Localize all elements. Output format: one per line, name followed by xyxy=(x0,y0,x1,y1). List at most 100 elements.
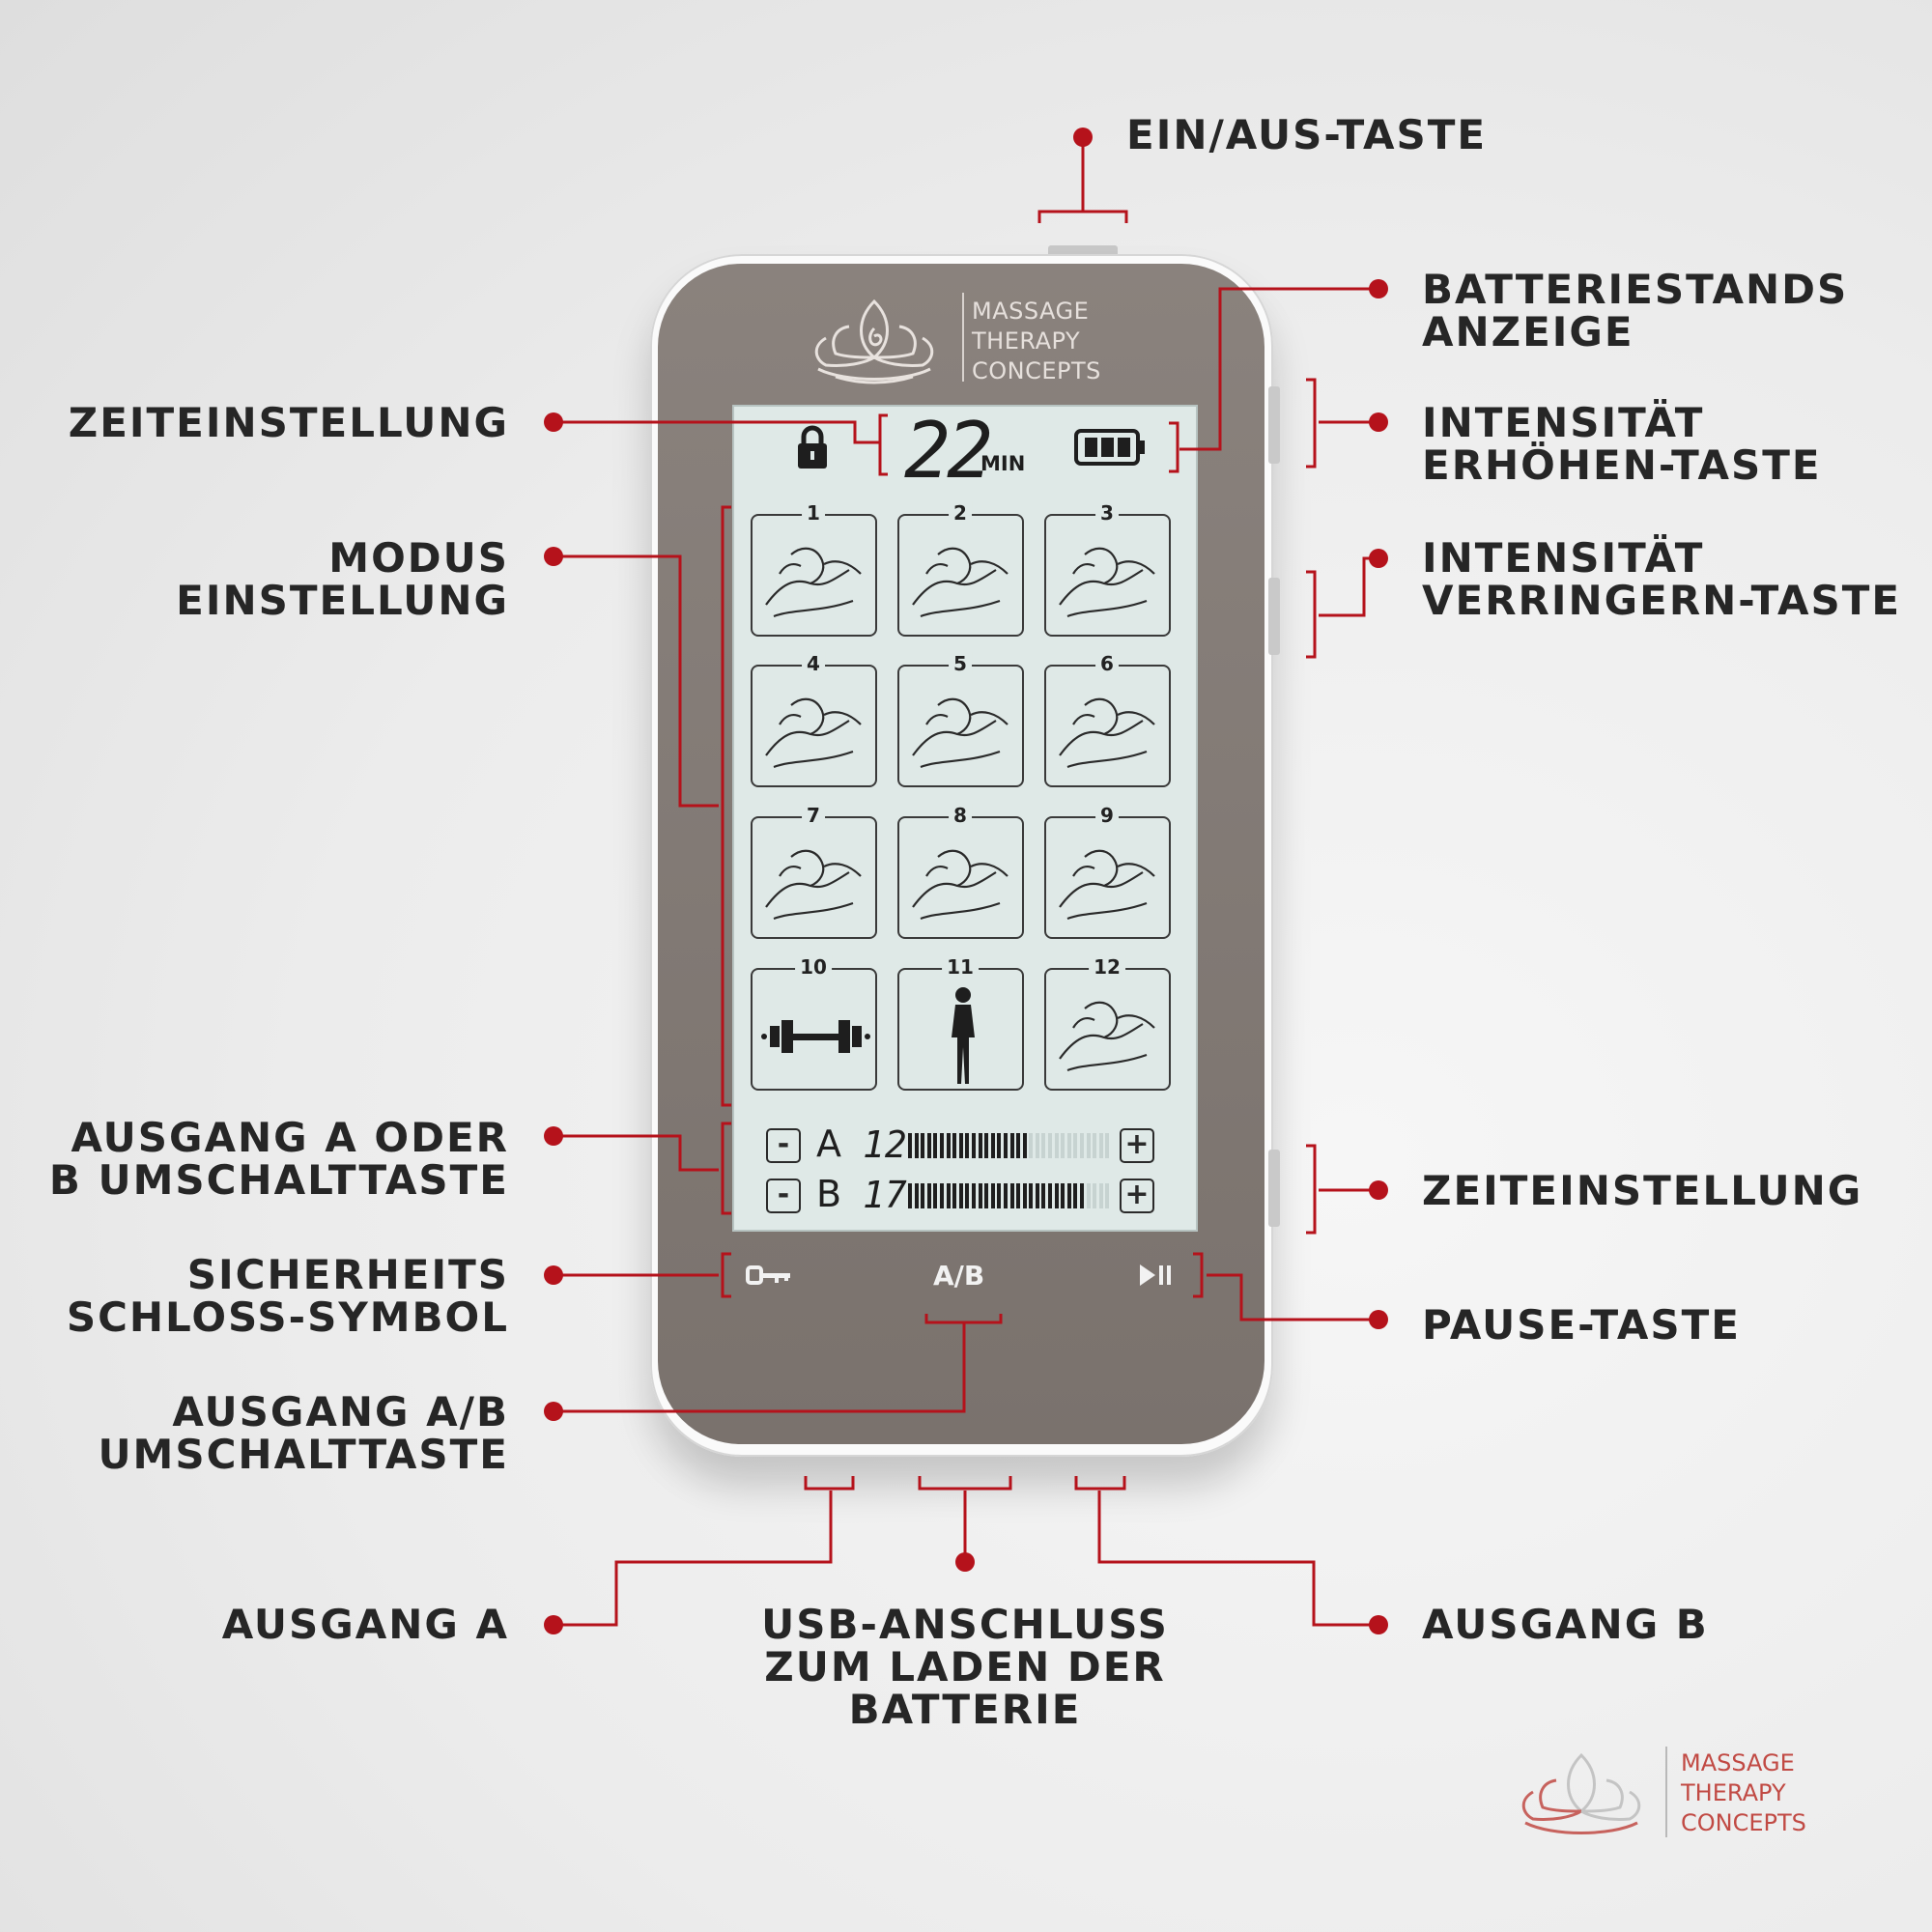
play-pause-icon[interactable] xyxy=(1138,1263,1173,1288)
level-segment xyxy=(984,1133,989,1158)
mode-tile[interactable] xyxy=(751,816,877,939)
level-segment xyxy=(939,1183,944,1208)
level-segment xyxy=(1009,1133,1014,1158)
level-segment xyxy=(926,1133,931,1158)
level-segment xyxy=(1086,1183,1091,1208)
channel-b-level-bar xyxy=(908,1183,1114,1208)
level-segment xyxy=(946,1183,951,1208)
level-segment xyxy=(958,1183,963,1208)
massage-technique-icon xyxy=(761,1020,870,1053)
level-segment xyxy=(1035,1183,1039,1208)
mode-tile[interactable] xyxy=(751,514,877,637)
level-segment xyxy=(1048,1133,1053,1158)
level-segment xyxy=(1066,1183,1071,1208)
channel-a-level-bar xyxy=(908,1133,1114,1158)
ab-switch-button[interactable]: A/B xyxy=(933,1260,985,1292)
callout-mode-setting: MODUS EINSTELLUNG xyxy=(176,534,509,624)
level-segment xyxy=(971,1133,976,1158)
level-segment xyxy=(1098,1133,1103,1158)
lotus-logo-corner-icon xyxy=(1521,1752,1641,1834)
mode-number: 1 xyxy=(802,501,825,525)
level-segment xyxy=(1009,1183,1014,1208)
mode-tile[interactable] xyxy=(897,514,1024,637)
brand-line-3: CONCEPTS xyxy=(972,357,1101,384)
channel-a-plus-button[interactable]: + xyxy=(1120,1128,1154,1163)
level-segment xyxy=(921,1133,925,1158)
level-segment xyxy=(952,1133,957,1158)
level-segment xyxy=(946,1133,951,1158)
callout-output-a: AUSGANG A xyxy=(221,1601,509,1648)
channel-b-plus-button[interactable]: + xyxy=(1120,1179,1154,1213)
level-segment xyxy=(958,1133,963,1158)
massage-technique-icon xyxy=(1059,547,1155,618)
callout-ab-switch: AUSGANG A/B UMSCHALTTASTE xyxy=(98,1388,509,1478)
level-segment xyxy=(1093,1183,1097,1208)
level-segment xyxy=(1061,1183,1065,1208)
level-segment xyxy=(908,1133,912,1158)
mode-number: 6 xyxy=(1095,652,1119,675)
intensity-down-button[interactable] xyxy=(1268,578,1280,655)
corner-logo-divider xyxy=(1665,1747,1667,1837)
device-brand-text: MASSAGE THERAPY CONCEPTS xyxy=(972,297,1101,386)
level-segment xyxy=(1105,1133,1110,1158)
massage-technique-icon xyxy=(912,849,1009,921)
corner-brand-line-3: CONCEPTS xyxy=(1681,1809,1806,1836)
lotus-logo-icon xyxy=(814,298,934,384)
power-button[interactable] xyxy=(1048,245,1118,256)
level-segment xyxy=(1080,1183,1085,1208)
channel-a-label: A xyxy=(816,1122,841,1165)
timer-unit: MIN xyxy=(980,452,1026,475)
channel-a-minus-button[interactable]: - xyxy=(766,1128,801,1163)
mode-tile[interactable] xyxy=(1044,665,1171,787)
level-segment xyxy=(1080,1133,1085,1158)
level-segment xyxy=(990,1133,995,1158)
mode-number: 12 xyxy=(1089,955,1125,979)
callout-time-setting-right: ZEITEINSTELLUNG xyxy=(1422,1167,1863,1214)
massage-technique-icon xyxy=(912,547,1009,618)
level-segment xyxy=(1086,1133,1091,1158)
level-segment xyxy=(1003,1183,1008,1208)
level-segment xyxy=(1029,1183,1034,1208)
mode-number: 5 xyxy=(949,652,972,675)
channel-b-label: B xyxy=(816,1173,842,1215)
level-segment xyxy=(978,1183,982,1208)
channel-b-minus-button[interactable]: - xyxy=(766,1179,801,1213)
level-segment xyxy=(1054,1133,1059,1158)
level-segment xyxy=(1022,1133,1027,1158)
mode-tile[interactable] xyxy=(751,968,877,1091)
level-segment xyxy=(1041,1183,1046,1208)
mode-tile[interactable] xyxy=(897,665,1024,787)
corner-brand-text: MASSAGE THERAPY CONCEPTS xyxy=(1681,1748,1806,1838)
level-segment xyxy=(1066,1133,1071,1158)
mode-number: 8 xyxy=(949,804,972,827)
level-segment xyxy=(1061,1133,1065,1158)
time-button[interactable] xyxy=(1268,1150,1280,1227)
key-icon[interactable] xyxy=(746,1262,794,1289)
level-segment xyxy=(1105,1183,1110,1208)
callout-battery-indicator: BATTERIESTANDS ANZEIGE xyxy=(1422,266,1849,355)
mode-tile[interactable] xyxy=(897,968,1024,1091)
level-segment xyxy=(1093,1133,1097,1158)
massage-technique-icon xyxy=(1059,697,1155,769)
level-segment xyxy=(1003,1133,1008,1158)
callout-power-button: EIN/AUS-TASTE xyxy=(1126,111,1488,158)
mode-number: 4 xyxy=(802,652,825,675)
callout-pause-button: PAUSE-TASTE xyxy=(1422,1301,1741,1349)
corner-brand-line-1: MASSAGE xyxy=(1681,1749,1795,1776)
level-segment xyxy=(1022,1183,1027,1208)
timer-display: 22 xyxy=(904,406,993,496)
intensity-up-button[interactable] xyxy=(1268,386,1280,464)
mode-number: 7 xyxy=(802,804,825,827)
massage-technique-icon xyxy=(1059,849,1155,921)
massage-technique-icon xyxy=(765,697,862,769)
callout-safety-lock: SICHERHEITS SCHLOSS-SYMBOL xyxy=(66,1251,509,1341)
massage-technique-icon xyxy=(1059,1001,1155,1072)
level-segment xyxy=(997,1183,1002,1208)
callout-output-toggle: AUSGANG A ODER B UMSCHALTTASTE xyxy=(48,1114,509,1204)
level-segment xyxy=(1098,1183,1103,1208)
mode-number: 3 xyxy=(1095,501,1119,525)
channel-b-level: 17 xyxy=(863,1174,907,1216)
level-segment xyxy=(914,1133,919,1158)
mode-number: 9 xyxy=(1095,804,1119,827)
level-segment xyxy=(965,1183,970,1208)
